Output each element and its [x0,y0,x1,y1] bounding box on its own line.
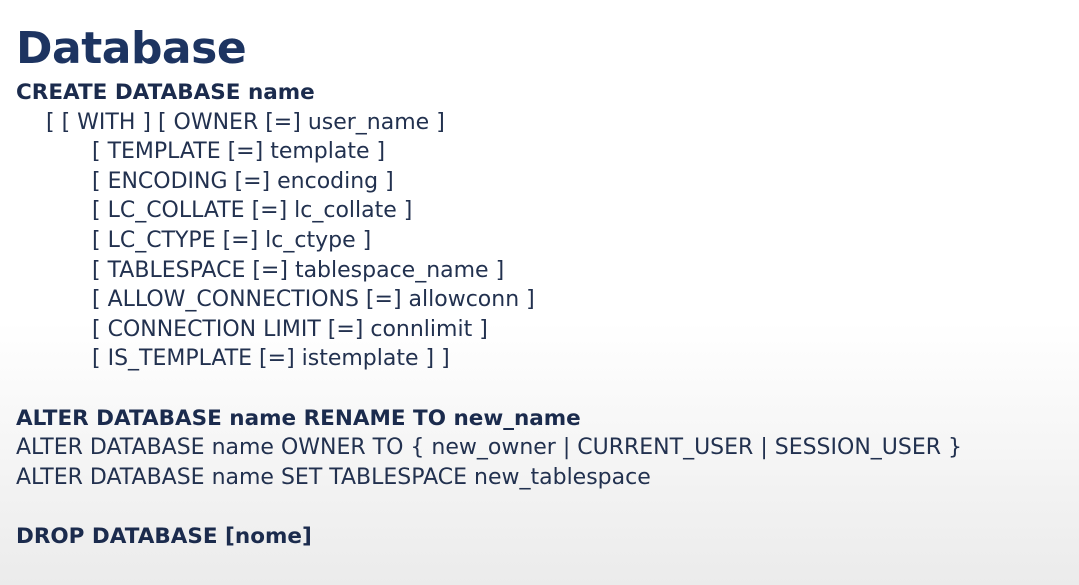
slide: Database CREATE DATABASE name [ [ WITH ]… [16,22,1069,552]
slide-title: Database [16,23,247,74]
drop-database-heading: DROP DATABASE [nome] [16,523,312,549]
create-option-encoding: [ ENCODING [=] encoding ] [92,168,394,194]
create-option-tablespace: [ TABLESPACE [=] tablespace_name ] [92,257,505,283]
create-option-lc-ctype: [ LC_CTYPE [=] lc_ctype ] [92,227,372,253]
create-option-lc-collate: [ LC_COLLATE [=] lc_collate ] [92,198,413,224]
drop-database-block: DROP DATABASE [nome] [16,522,1069,552]
spacer [16,374,1069,404]
create-option-allow-connections: [ ALLOW_CONNECTIONS [=] allowconn ] [92,287,535,313]
spacer [16,492,1069,522]
alter-database-heading: ALTER DATABASE name RENAME TO new_name [16,405,581,431]
create-option-connection-limit: [ CONNECTION LIMIT [=] connlimit ] [92,316,488,342]
create-database-heading: CREATE DATABASE name [16,80,315,105]
create-option-with-owner: [ [ WITH ] [ OWNER [=] user_name ] [46,109,445,135]
create-database-block: CREATE DATABASE name [ [ WITH ] [ OWNER … [16,78,1069,374]
alter-database-block: ALTER DATABASE name RENAME TO new_name A… [16,404,1069,493]
create-option-template: [ TEMPLATE [=] template ] [92,139,386,165]
alter-database-owner-line: ALTER DATABASE name OWNER TO { new_owner… [16,435,963,461]
create-option-is-template: [ IS_TEMPLATE [=] istemplate ] ] [92,346,450,372]
alter-database-tablespace-line: ALTER DATABASE name SET TABLESPACE new_t… [16,464,651,490]
